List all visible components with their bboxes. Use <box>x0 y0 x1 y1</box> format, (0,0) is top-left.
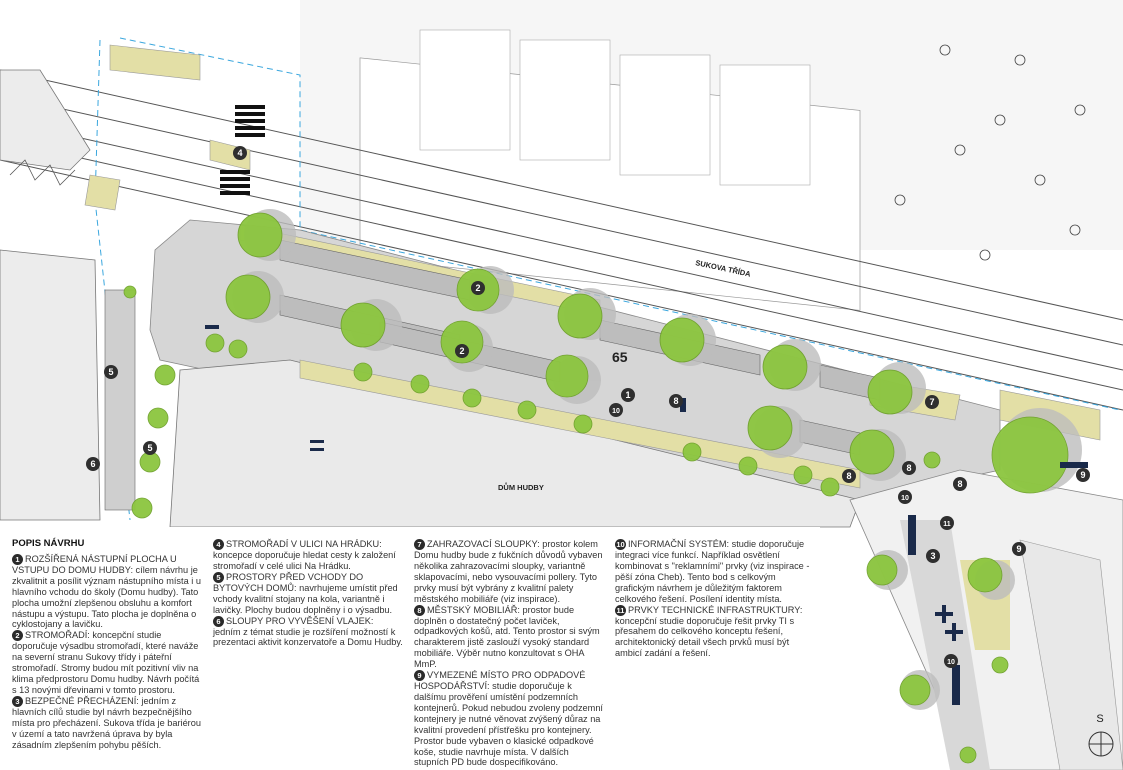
svg-text:3: 3 <box>930 551 935 561</box>
marker-2b: 2 <box>455 344 469 358</box>
svg-text:1: 1 <box>625 390 630 400</box>
svg-text:10: 10 <box>947 659 955 666</box>
svg-text:7: 7 <box>929 397 934 407</box>
svg-text:6: 6 <box>90 459 95 469</box>
svg-text:9: 9 <box>1016 544 1021 554</box>
marker-3: 4 <box>233 146 247 160</box>
north-label: S <box>1096 713 1103 725</box>
svg-text:4: 4 <box>237 148 242 158</box>
zigzag-edge <box>9 159 76 186</box>
svg-text:9: 9 <box>1080 470 1085 480</box>
right-lower-street <box>849 469 1123 770</box>
svg-text:10: 10 <box>612 408 620 415</box>
pedestrian-crossings <box>220 105 265 195</box>
ornaments <box>894 44 1086 261</box>
marker-8d: 9 <box>1076 468 1090 482</box>
marker-8e: 3 <box>926 549 940 563</box>
svg-text:5: 5 <box>147 443 152 453</box>
bike-stands <box>310 440 963 641</box>
svg-text:8: 8 <box>673 396 678 406</box>
description-heading: POPIS NÁVRHU <box>12 538 85 549</box>
parking-count-label: 65 <box>612 349 628 365</box>
marker-6: 7 <box>925 395 939 409</box>
svg-text:8: 8 <box>957 479 962 489</box>
marker-8c: 8 <box>842 469 856 483</box>
trees <box>123 209 1082 764</box>
marker-2a: 2 <box>471 281 485 295</box>
furniture-elements <box>205 325 1088 705</box>
marker-10c: 10 <box>944 654 958 668</box>
marker-8a: 8 <box>669 394 683 408</box>
svg-text:8: 8 <box>846 471 851 481</box>
svg-text:2: 2 <box>459 346 464 356</box>
marker-7: 8 <box>953 477 967 491</box>
svg-text:5: 5 <box>108 367 113 377</box>
sukova-road <box>0 69 1123 411</box>
north-arrow: S <box>1088 713 1114 757</box>
marker-1: 1 <box>621 388 635 402</box>
marker-9: 9 <box>1012 542 1026 556</box>
marker-5b: 6 <box>86 457 100 471</box>
dum-hudby-building <box>169 359 861 528</box>
svg-text:2: 2 <box>475 283 480 293</box>
svg-text:10: 10 <box>901 495 909 502</box>
plan-markers: 4 2 2 1 5 5 6 10 8 7 8 8 8 9 10 11 3 9 1… <box>86 146 1090 668</box>
marker-11: 11 <box>940 516 954 530</box>
marker-10a: 10 <box>609 403 623 417</box>
svg-text:8: 8 <box>906 463 911 473</box>
marker-4: 5 <box>143 441 157 455</box>
marker-10b: 10 <box>898 490 912 504</box>
marker-8b: 8 <box>902 461 916 475</box>
building-label: DŮM HUDBY <box>498 482 544 492</box>
marker-5a: 5 <box>104 365 118 379</box>
rail-yard <box>300 0 1123 311</box>
left-blocks <box>0 69 101 521</box>
svg-text:11: 11 <box>943 521 951 528</box>
